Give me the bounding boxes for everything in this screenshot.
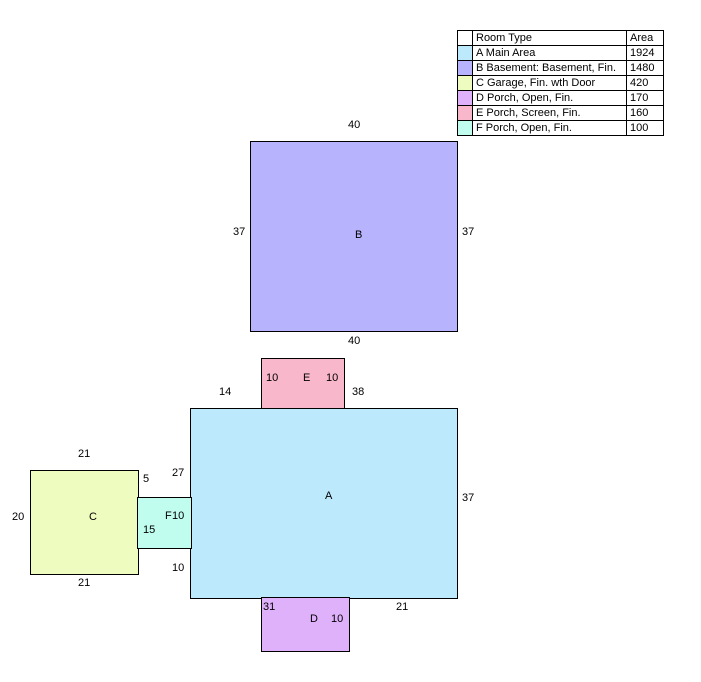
legend-row: E Porch, Screen, Fin. 160 xyxy=(457,105,664,121)
legend-swatch-d xyxy=(457,90,473,106)
legend-header-type: Room Type xyxy=(472,30,627,46)
dim-a-right: 37 xyxy=(462,492,475,504)
legend-row: F Porch, Open, Fin. 100 xyxy=(457,120,664,136)
room-c-label: C xyxy=(89,511,97,523)
dim-a-left-upper: 27 xyxy=(172,467,185,479)
room-e-label: E xyxy=(303,372,311,384)
legend-swatch-b xyxy=(457,60,473,76)
dim-b-right: 37 xyxy=(462,226,475,238)
dim-c-top: 21 xyxy=(78,448,91,460)
dim-e-right: 10 xyxy=(326,372,339,384)
legend-area: 1480 xyxy=(626,60,664,76)
dim-d-right: 10 xyxy=(331,613,344,625)
legend-type: B Basement: Basement, Fin. xyxy=(472,60,627,76)
dim-e-left: 10 xyxy=(266,372,279,384)
room-b xyxy=(250,141,458,332)
dim-f-bottom: 15 xyxy=(143,524,156,536)
dim-a-bottom-right: 21 xyxy=(396,601,409,613)
legend-area: 160 xyxy=(626,105,664,121)
dim-f-top: 5 xyxy=(143,473,150,485)
dim-f-right: 10 xyxy=(172,510,185,522)
legend-header-row: Room Type Area xyxy=(457,30,664,46)
room-a xyxy=(190,408,458,599)
room-f-label: F xyxy=(165,510,172,522)
legend-header-area: Area xyxy=(626,30,664,46)
dim-b-top: 40 xyxy=(348,119,361,131)
legend-row: C Garage, Fin. wth Door 420 xyxy=(457,75,664,91)
legend-header-swatch xyxy=(457,30,473,46)
legend-swatch-e xyxy=(457,105,473,121)
legend-table: Room Type Area A Main Area 1924 B Baseme… xyxy=(457,30,664,136)
legend-area: 1924 xyxy=(626,45,664,61)
legend-type: C Garage, Fin. wth Door xyxy=(472,75,627,91)
legend-swatch-f xyxy=(457,120,473,136)
legend-row: D Porch, Open, Fin. 170 xyxy=(457,90,664,106)
legend-swatch-a xyxy=(457,45,473,61)
dim-d-left: 31 xyxy=(263,601,276,613)
room-f xyxy=(137,497,192,549)
dim-a-left-lower: 10 xyxy=(172,562,185,574)
room-d-label: D xyxy=(310,613,318,625)
legend-swatch-c xyxy=(457,75,473,91)
legend-row: A Main Area 1924 xyxy=(457,45,664,61)
legend-type: D Porch, Open, Fin. xyxy=(472,90,627,106)
room-a-label: A xyxy=(325,490,333,502)
legend-row: B Basement: Basement, Fin. 1480 xyxy=(457,60,664,76)
legend-type: A Main Area xyxy=(472,45,627,61)
dim-c-left: 20 xyxy=(12,511,25,523)
legend-type: F Porch, Open, Fin. xyxy=(472,120,627,136)
legend-type: E Porch, Screen, Fin. xyxy=(472,105,627,121)
dim-c-bottom: 21 xyxy=(78,577,91,589)
room-c xyxy=(30,470,139,575)
dim-b-bottom: 40 xyxy=(348,335,361,347)
room-b-label: B xyxy=(355,229,363,241)
room-d xyxy=(261,597,350,652)
dim-a-top-left: 14 xyxy=(219,386,232,398)
legend-area: 420 xyxy=(626,75,664,91)
dim-b-left: 37 xyxy=(233,226,246,238)
legend-area: 170 xyxy=(626,90,664,106)
dim-a-top-right: 38 xyxy=(352,386,365,398)
room-e xyxy=(261,358,345,410)
legend-area: 100 xyxy=(626,120,664,136)
